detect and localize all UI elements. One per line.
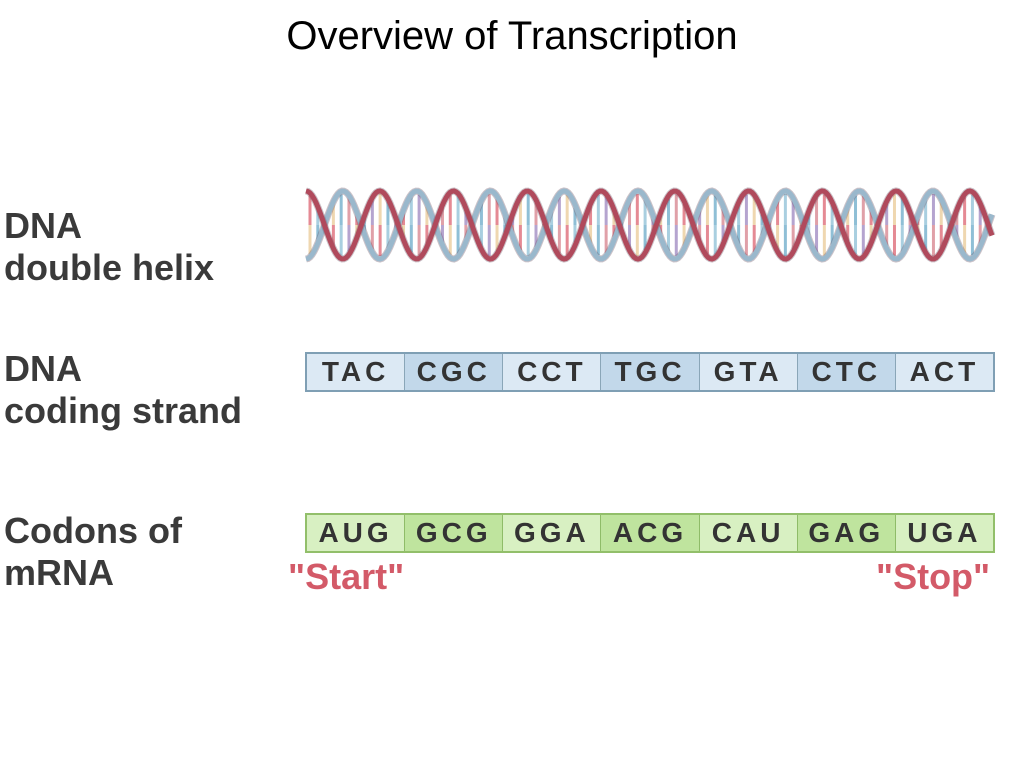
coding-strand-label-line2: coding strand: [4, 390, 243, 431]
coding-codon: CCT: [503, 354, 602, 390]
mrna-codon: GAG: [797, 515, 896, 551]
helix-label-line2: double helix: [4, 247, 215, 288]
mrna-codon: AUG: [307, 515, 406, 551]
coding-codon: TGC: [601, 354, 700, 390]
coding-codon: GTA: [699, 354, 798, 390]
mrna-label-line2: mRNA: [4, 552, 115, 593]
dna-double-helix-illustration: [305, 187, 996, 263]
stop-codon-marker: "Stop": [876, 556, 991, 597]
helix-label: DNA double helix: [4, 205, 214, 289]
backbone-strand-red: [305, 188, 995, 262]
coding-codon: TAC: [307, 354, 406, 390]
mrna-codon: GCG: [405, 515, 504, 551]
coding-strand-label-line1: DNA: [4, 348, 82, 389]
mrna-codon: CAU: [699, 515, 798, 551]
coding-codon: ACT: [895, 354, 993, 390]
coding-codon: CTC: [797, 354, 896, 390]
helix-label-line1: DNA: [4, 205, 82, 246]
mrna-codon: ACG: [601, 515, 700, 551]
mrna-codon: GGA: [503, 515, 602, 551]
mrna-label: Codons of mRNA: [4, 510, 182, 594]
start-codon-marker: "Start": [288, 556, 405, 597]
coding-codon: CGC: [405, 354, 504, 390]
page-title: Overview of Transcription: [286, 14, 738, 58]
dna-coding-strand: TAC CGC CCT TGC GTA CTC ACT: [305, 352, 995, 392]
mrna-codon-strand: AUG GCG GGA ACG CAU GAG UGA: [305, 513, 995, 553]
mrna-codon: UGA: [895, 515, 993, 551]
coding-strand-label: DNA coding strand: [4, 348, 242, 432]
mrna-label-line1: Codons of: [4, 510, 182, 551]
